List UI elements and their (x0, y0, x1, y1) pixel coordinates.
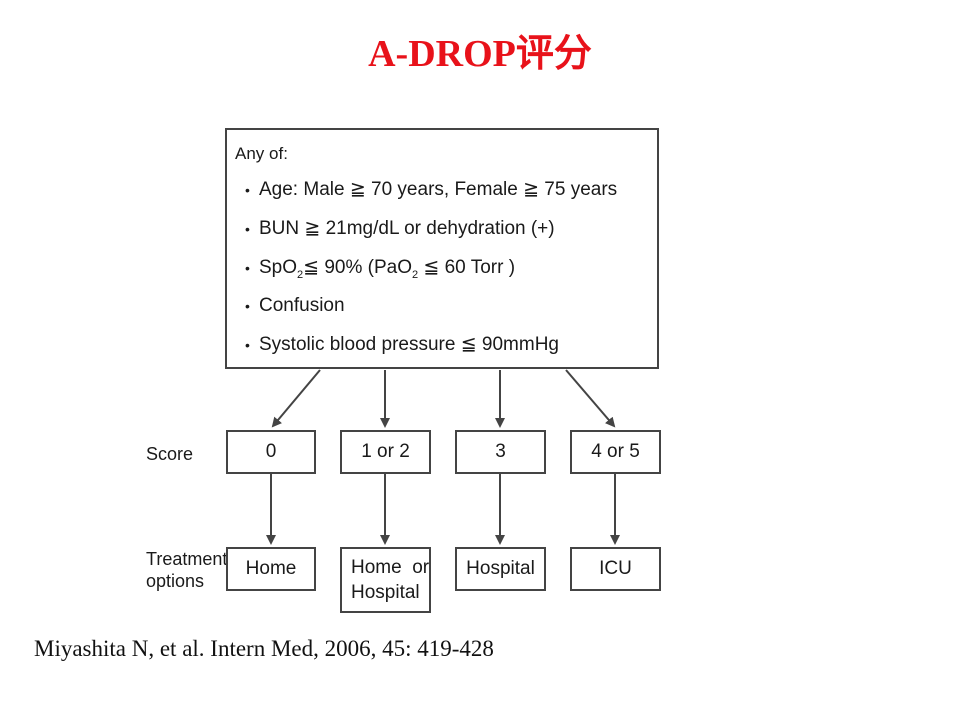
criteria-item-text: Confusion (259, 295, 345, 317)
torr-text: ≦ 60 Torr ) (418, 256, 516, 278)
slide-title: A-DROP评分 (368, 33, 592, 75)
score-box-4-5: 4 or 5 (570, 430, 661, 474)
criteria-header: Any of: (235, 144, 288, 163)
treatment-box-home: Home (226, 547, 316, 591)
treatment-box-home-or-hospital: Home or Hospital (340, 547, 431, 613)
bullet-icon: • (245, 259, 250, 276)
treatment-label-line1: Treatment (146, 549, 228, 569)
criteria-item-age: • Age: Male ≧ 70 years, Female ≧ 75 years (245, 178, 617, 217)
treatment-text-line2: Hospital (351, 582, 420, 603)
criteria-box: Any of: • Age: Male ≧ 70 years, Female ≧ … (225, 128, 659, 369)
treatment-box-hospital: Hospital (455, 547, 546, 591)
bullet-icon: • (245, 220, 250, 237)
treatment-text: Hospital (466, 558, 535, 579)
citation: Miyashita N, et al. Intern Med, 2006, 45… (34, 636, 494, 661)
spo2-text: SpO (259, 256, 298, 278)
score-box-3: 3 (455, 430, 546, 474)
treatment-text: ICU (599, 558, 632, 579)
arrow-to-score-4-5 (565, 369, 616, 428)
score-box-1-2: 1 or 2 (340, 430, 431, 474)
criteria-item-confusion: • Confusion (245, 294, 617, 333)
arrow-to-score-0 (271, 369, 321, 428)
bullet-icon: • (245, 337, 250, 354)
criteria-list: • Age: Male ≧ 70 years, Female ≧ 75 years… (245, 178, 617, 372)
treatment-label-line2: options (146, 571, 205, 591)
bullet-icon: • (245, 298, 250, 315)
treatment-text-line1: Home or (351, 557, 430, 578)
criteria-item-spo2: •SpO2≦ 90% (PaO2 ≦ 60 Torr ) (245, 256, 617, 295)
criteria-item-text: Age: Male ≧ 70 years, Female ≧ 75 years (259, 179, 618, 200)
subscript: 2 (297, 268, 304, 281)
treatment-text: Home (245, 558, 297, 579)
criteria-item-text: BUN ≧ 21mg/dL or dehydration (+) (259, 217, 555, 239)
bullet-icon: • (245, 182, 250, 198)
criteria-item-bp: • Systolic blood pressure ≦ 90mmHg (245, 333, 617, 372)
score-box-0: 0 (226, 430, 316, 474)
treatment-label: Treatment options (146, 548, 227, 592)
score-label: Score (146, 444, 194, 464)
criteria-item-bun: • BUN ≧ 21mg/dL or dehydration (+) (245, 217, 617, 256)
pao2-text: ≦ 90% (PaO (303, 256, 413, 278)
treatment-box-icu: ICU (570, 547, 661, 591)
criteria-item-text: Systolic blood pressure ≦ 90mmHg (259, 334, 559, 356)
subscript: 2 (412, 268, 419, 281)
